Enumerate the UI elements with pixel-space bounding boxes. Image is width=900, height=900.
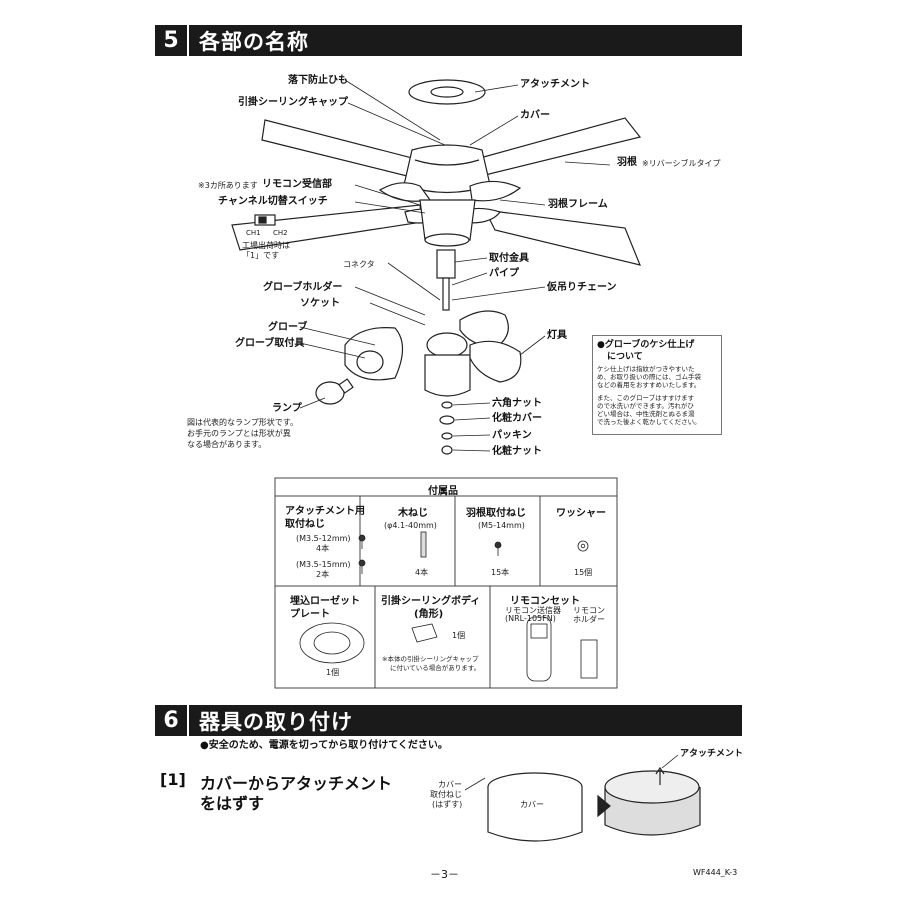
label-ch2: CH2 bbox=[273, 229, 288, 237]
acc-wood-screw-qty: 4本 bbox=[415, 568, 429, 577]
cover-screw-label-2: 取付ねじ bbox=[430, 790, 462, 799]
acc-attach-screw-size-2: (M3.5-15mm) bbox=[296, 560, 351, 569]
acc-remocon-holder-2: ホルダー bbox=[573, 615, 605, 624]
label-karitsuri-chain: 仮吊りチェーン bbox=[547, 282, 617, 293]
acc-blade-screw-title: 羽根取付ねじ bbox=[466, 508, 526, 519]
section-6-header: 6 器具の取り付け bbox=[155, 705, 742, 736]
note-line-6: ので水洗いができます。汚れがひ bbox=[597, 402, 694, 410]
accessories-title: 付属品 bbox=[428, 486, 458, 497]
label-hane: 羽根 bbox=[617, 157, 637, 168]
acc-ceiling-body-title-2: (角形) bbox=[414, 609, 444, 620]
note-title-1: ●グローブのケシ仕上げ bbox=[597, 340, 695, 350]
label-globe: グローブ bbox=[268, 322, 308, 333]
note-line-1: ケシ仕上げは指紋がつきやすいた bbox=[597, 365, 695, 373]
label-pipe: パイプ bbox=[489, 268, 519, 279]
section-number: 6 bbox=[155, 705, 189, 736]
label-kesho-cover: 化粧カバー bbox=[492, 413, 542, 424]
blade-left-upper bbox=[261, 119, 421, 179]
section-title: 器具の取り付け bbox=[199, 709, 353, 734]
acc-ceiling-body-note-2: に付いている場合があります。 bbox=[390, 664, 481, 672]
acc-attach-screw-title-1: アタッチメント用 bbox=[285, 506, 365, 517]
label-globe-holder: グローブホルダー bbox=[263, 282, 343, 293]
acc-blade-screw-size: (M5-14mm) bbox=[478, 521, 525, 530]
label-hane-frame: 羽根フレーム bbox=[548, 199, 608, 210]
acc-rosette-title-2: プレート bbox=[290, 609, 330, 620]
label-attachment: アタッチメント bbox=[520, 79, 590, 90]
label-cover: カバー bbox=[520, 110, 550, 121]
label-channel-switch: チャンネル切替スイッチ bbox=[218, 196, 328, 207]
note-title-2: について bbox=[607, 352, 643, 362]
acc-remocon-set-title: リモコンセット bbox=[510, 596, 580, 607]
note-line-8: で洗った後よく乾かしてください。 bbox=[597, 418, 701, 426]
label-rokkaku-nut: 六角ナット bbox=[492, 398, 542, 409]
label-factory-2: 「1」です bbox=[242, 251, 280, 260]
acc-ceiling-body-title-1: 引掛シーリングボディ bbox=[381, 596, 481, 607]
label-toritsuke-kanagu: 取付金具 bbox=[489, 253, 529, 264]
globe-finish-note: ●グローブのケシ仕上げ について ケシ仕上げは指紋がつきやすいた め、お取り扱い… bbox=[592, 335, 722, 435]
acc-wood-screw-title: 木ねじ bbox=[398, 508, 428, 519]
acc-attach-screw-qty-1: 4本 bbox=[316, 544, 330, 553]
acc-blade-screw-qty: 15本 bbox=[491, 568, 510, 577]
acc-rosette-title-1: 埋込ローゼット bbox=[290, 596, 360, 607]
acc-attach-screw-qty-2: 2本 bbox=[316, 570, 330, 579]
label-remocon: リモコン受信部 bbox=[262, 179, 332, 190]
acc-washer-title: ワッシャー bbox=[556, 508, 606, 519]
blade-right-upper bbox=[479, 117, 642, 176]
note-line-5: また、このグローブはすすけます bbox=[597, 394, 695, 402]
acc-attach-screw-size-1: (M3.5-12mm) bbox=[296, 534, 351, 543]
label-rakka: 落下防止ひも bbox=[288, 75, 348, 86]
section-number: 5 bbox=[155, 25, 189, 56]
page-number: －3－ bbox=[430, 868, 459, 881]
acc-wood-screw-size: (φ4.1-40mm) bbox=[384, 521, 437, 530]
label-packing: パッキン bbox=[492, 430, 532, 441]
step-number: [1] bbox=[160, 770, 186, 789]
step-title-1: カバーからアタッチメント bbox=[200, 774, 393, 793]
acc-remocon-tx-2: (NRL-105FN) bbox=[505, 614, 556, 623]
doc-code: WF444_K-3 bbox=[693, 868, 738, 877]
acc-ceiling-body-note-1: ※本体の引掛シーリングキャップ bbox=[382, 655, 479, 663]
acc-attach-screw-title-2: 取付ねじ bbox=[285, 519, 325, 530]
label-hikikake-cap: 引掛シーリングキャップ bbox=[238, 97, 348, 108]
lamp-note-2: お手元のランプとは形状が異 bbox=[187, 429, 291, 438]
attachment-label: アタッチメント bbox=[680, 749, 744, 759]
acc-remocon-holder-1: リモコン bbox=[573, 606, 605, 615]
label-ch1: CH1 bbox=[246, 229, 261, 237]
lamp-note-3: なる場合があります。 bbox=[187, 440, 267, 449]
label-socket: ソケット bbox=[300, 298, 340, 309]
acc-washer-qty: 15個 bbox=[574, 568, 593, 577]
lamp-note-1: 図は代表的なランプ形状です。 bbox=[187, 418, 298, 427]
acc-rosette-qty: 1個 bbox=[326, 668, 340, 677]
blade-right-lower bbox=[483, 209, 641, 266]
section-5-header: 5 各部の名称 bbox=[155, 25, 742, 56]
label-kesho-nut: 化粧ナット bbox=[492, 446, 542, 457]
acc-remocon-tx-1: リモコン送信器 bbox=[505, 606, 561, 615]
section-title: 各部の名称 bbox=[199, 29, 309, 54]
acc-ceiling-body-qty: 1個 bbox=[452, 631, 466, 640]
cover-screw-label-3: (はずす) bbox=[432, 800, 463, 809]
note-line-7: どい場合は、中性洗剤とぬるま湯 bbox=[597, 410, 695, 418]
note-line-2: め、お取り扱いの際には、ゴム手袋 bbox=[597, 373, 701, 381]
cover-label: カバー bbox=[520, 800, 544, 809]
label-hane-note: ※リバーシブルタイプ bbox=[642, 159, 721, 168]
globe-right-back bbox=[459, 310, 509, 349]
cover-screw-label-1: カバー bbox=[438, 780, 462, 789]
label-tougu: 灯具 bbox=[547, 330, 567, 341]
step-title-2: をはずす bbox=[200, 794, 265, 813]
note-line-3: などの着用をおすすめいたします。 bbox=[597, 381, 701, 389]
globe-right-front bbox=[469, 340, 522, 383]
globe-center bbox=[424, 354, 471, 397]
label-globe-toritsukegu: グローブ取付具 bbox=[235, 338, 305, 349]
safety-note: ●安全のため、電源を切ってから取り付けてください。 bbox=[200, 740, 448, 751]
label-lamp: ランプ bbox=[272, 403, 302, 414]
label-connector: コネクタ bbox=[343, 260, 375, 269]
label-factory-1: 工場出荷時は bbox=[242, 241, 290, 250]
label-remocon-note: ※3カ所あります bbox=[198, 181, 258, 190]
